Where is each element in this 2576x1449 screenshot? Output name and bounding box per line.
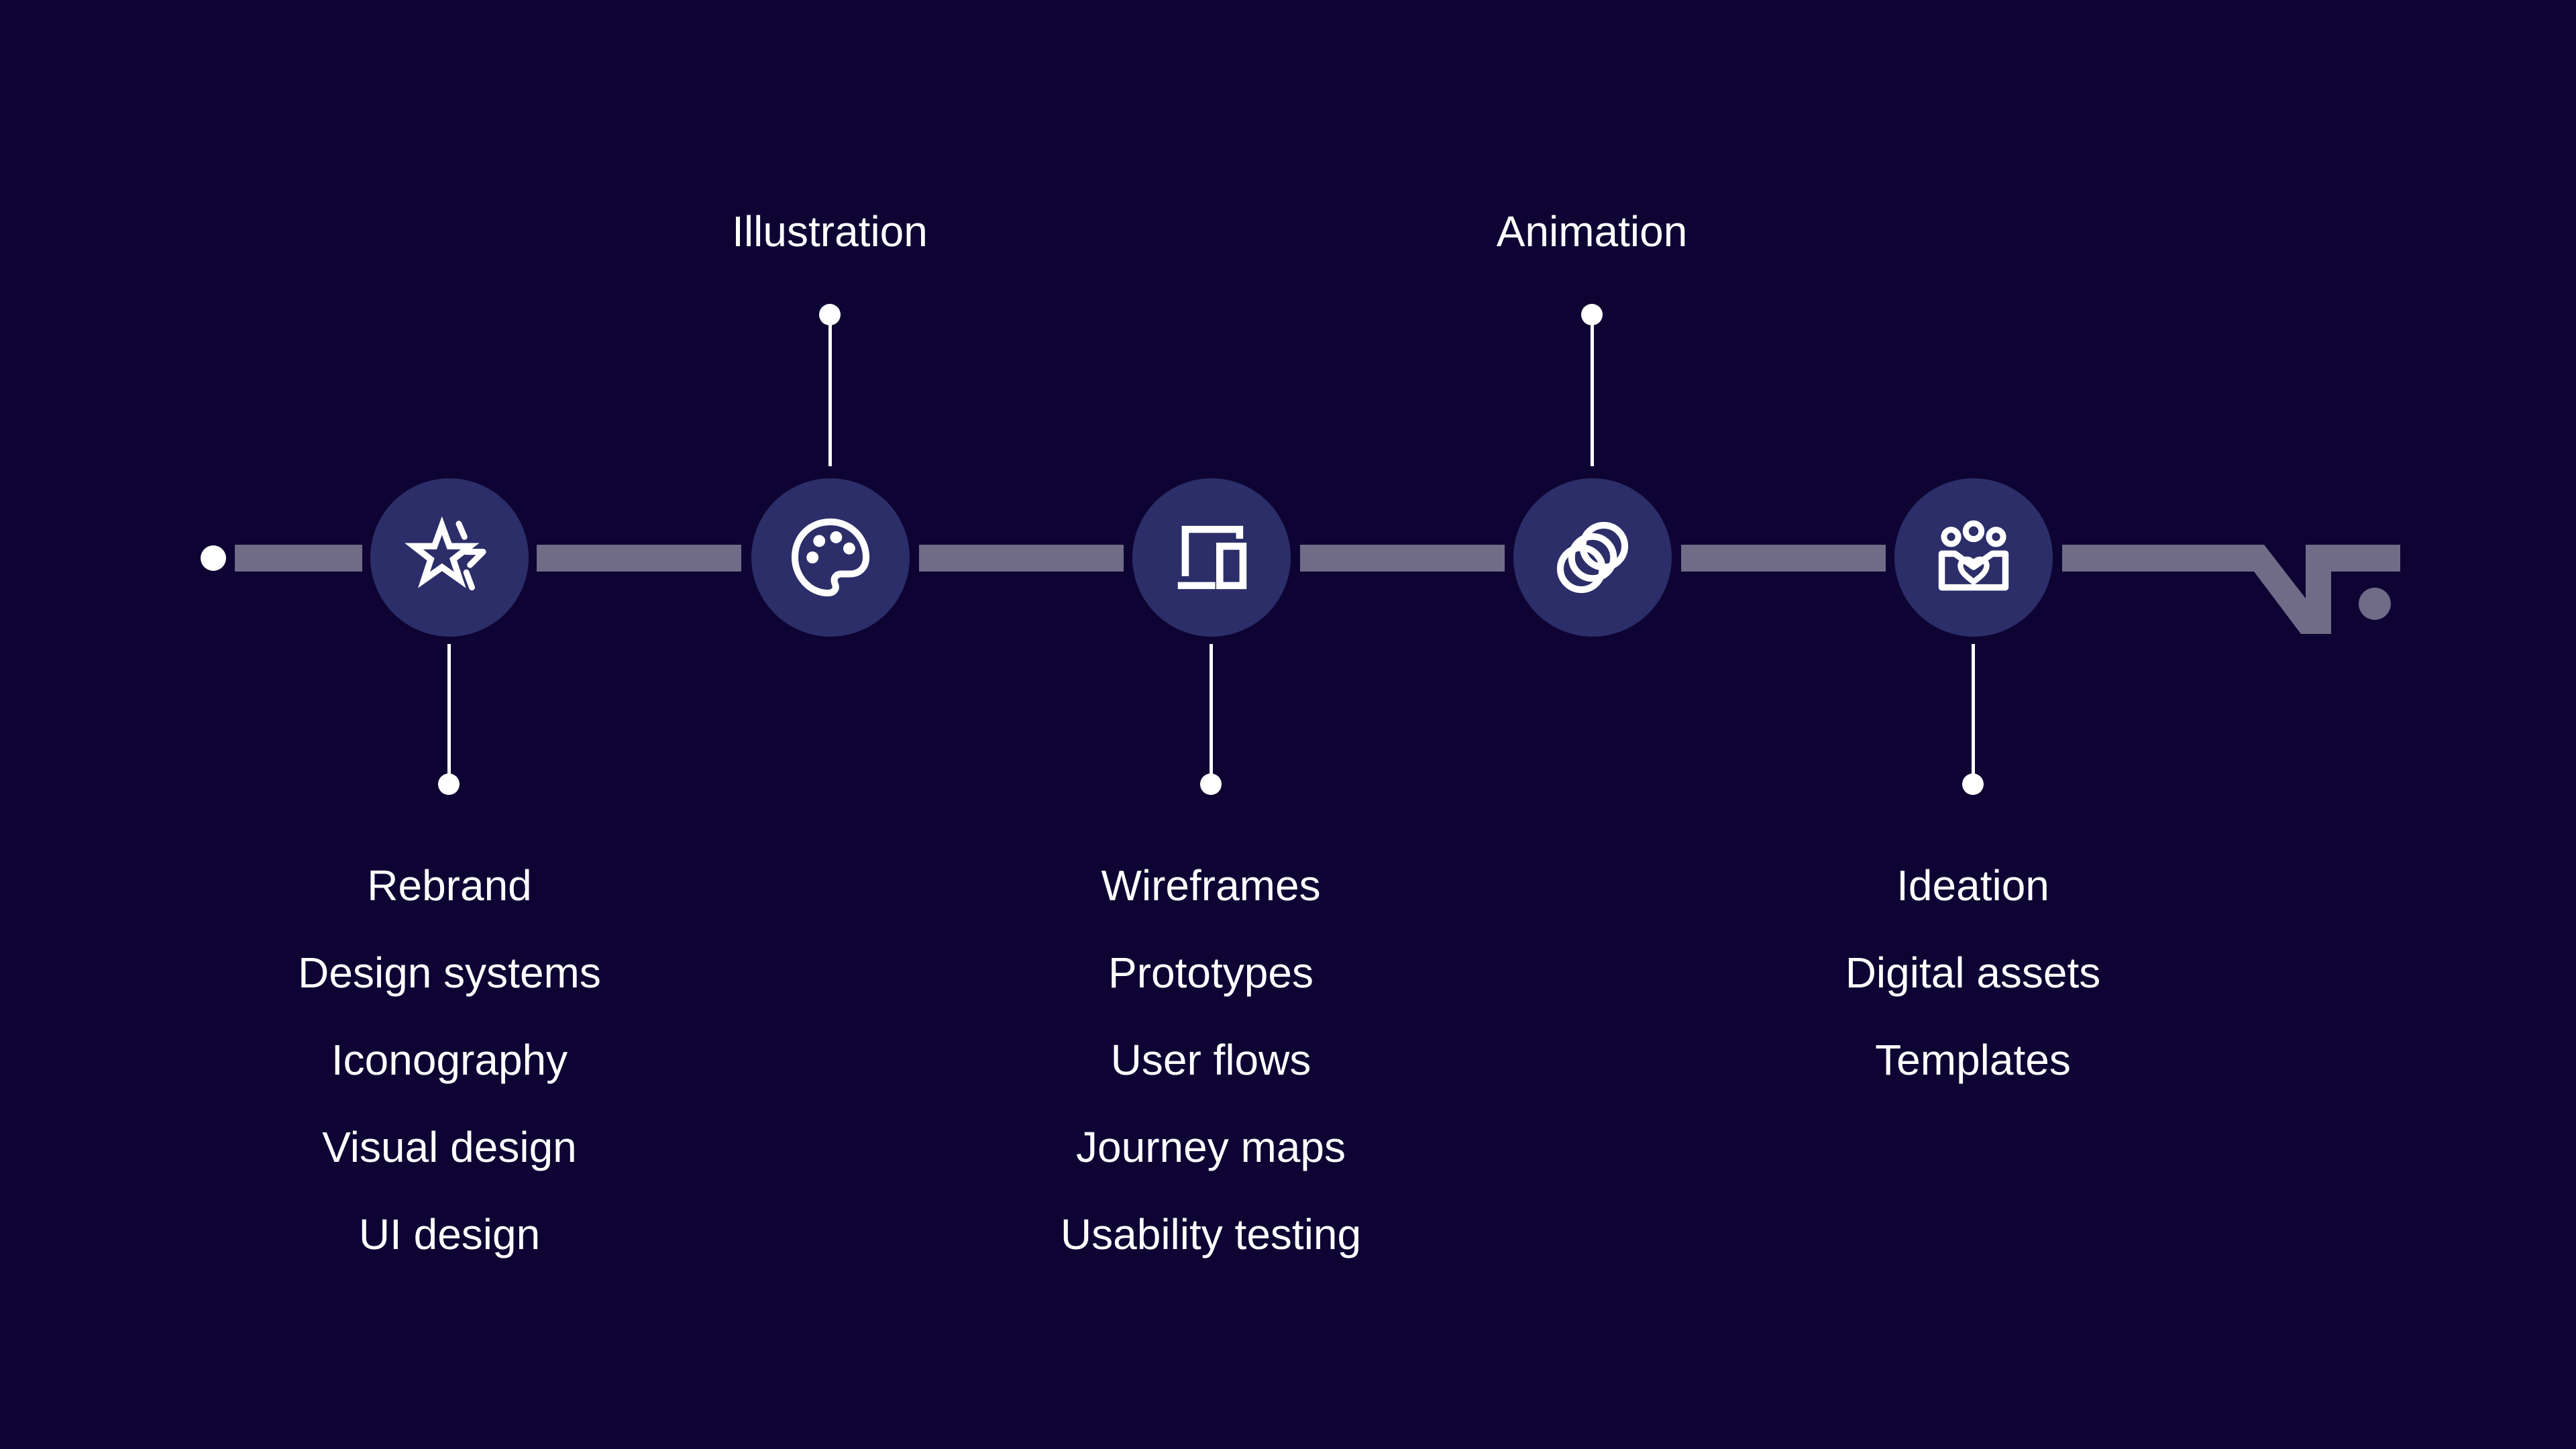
track-segment <box>919 545 1124 572</box>
track-start-dot <box>201 545 226 571</box>
list-item: Ideation <box>1896 861 2049 910</box>
list-item: Rebrand <box>367 861 532 910</box>
stem-ux <box>1210 644 1213 782</box>
list-item: Visual design <box>322 1123 577 1171</box>
stem-dot-content <box>1962 773 1984 795</box>
node-brand <box>370 478 529 637</box>
devices-icon <box>1177 525 1247 590</box>
list-item: Prototypes <box>1108 949 1313 997</box>
list-item: Templates <box>1875 1036 2071 1084</box>
list-ux: Wireframes Prototypes User flows Journey… <box>1010 842 1412 1278</box>
list-brand: Rebrand Design systems Iconography Visua… <box>248 842 651 1278</box>
node-illustration <box>751 478 910 637</box>
list-item: Usability testing <box>1060 1210 1362 1258</box>
label-illustration: Illustration <box>732 207 928 256</box>
list-item: UI design <box>358 1210 541 1258</box>
track-segment <box>235 545 362 572</box>
rings-icon <box>1556 521 1629 594</box>
list-item: User flows <box>1110 1036 1311 1084</box>
stem-animation <box>1591 315 1594 466</box>
node-ux <box>1132 478 1291 637</box>
track-segment <box>1300 545 1505 572</box>
list-content: Ideation Digital assets Templates <box>1772 842 2174 1104</box>
list-item: Iconography <box>331 1036 568 1084</box>
label-animation: Animation <box>1496 207 1688 256</box>
node-animation <box>1513 478 1672 637</box>
brand-logo-mark <box>2214 545 2400 634</box>
stem-dot-brand <box>438 773 460 795</box>
track-segment <box>537 545 741 572</box>
stem-content <box>1972 644 1975 782</box>
star-sparkle-icon <box>405 516 486 591</box>
list-item: Wireframes <box>1101 861 1321 910</box>
list-item: Design systems <box>298 949 601 997</box>
list-item: Digital assets <box>1845 949 2101 997</box>
palette-icon <box>791 518 870 597</box>
node-content <box>1894 478 2053 637</box>
stem-brand <box>447 644 451 782</box>
list-item: Journey maps <box>1076 1123 1346 1171</box>
stem-dot-animation <box>1581 304 1603 325</box>
track-segment <box>1681 545 1886 572</box>
community-heart-icon <box>1938 520 2009 591</box>
stem-illustration <box>828 315 832 466</box>
stem-dot-ux <box>1200 773 1222 795</box>
stem-dot-illustration <box>819 304 841 325</box>
